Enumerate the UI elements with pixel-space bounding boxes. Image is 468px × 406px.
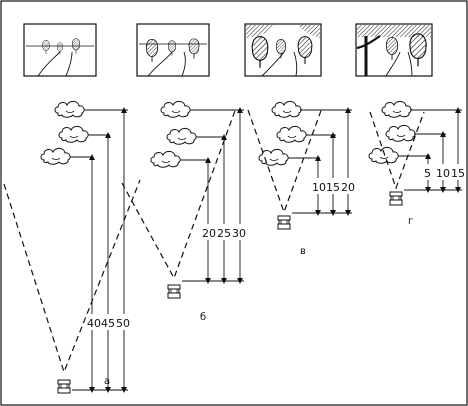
camera-icon bbox=[57, 379, 71, 394]
cloud-mid bbox=[58, 125, 89, 143]
thumbnail-a bbox=[23, 23, 97, 77]
cloud-mid bbox=[385, 124, 416, 142]
distance-label: 20 bbox=[341, 181, 355, 194]
panel-d: 5 10 15 г bbox=[368, 100, 465, 227]
camera-icon bbox=[167, 284, 181, 299]
camera-icon bbox=[389, 191, 403, 206]
thumbnail-c bbox=[244, 23, 322, 77]
panel-label: а bbox=[104, 376, 110, 387]
view-cone bbox=[369, 111, 425, 190]
cloud-near bbox=[150, 150, 181, 168]
cloud-near bbox=[40, 147, 71, 165]
distance-label: 15 bbox=[451, 167, 465, 180]
cloud-mid bbox=[276, 125, 307, 143]
view-cone bbox=[247, 107, 323, 214]
panel-label: г bbox=[408, 216, 413, 227]
view-cone bbox=[3, 179, 141, 374]
thumbnail-b bbox=[136, 23, 210, 77]
panel-label: б bbox=[200, 312, 206, 323]
distance-label: 10 bbox=[312, 181, 326, 194]
distance-label: 5 bbox=[424, 167, 431, 180]
cloud-far bbox=[160, 100, 191, 118]
distance-label: 15 bbox=[326, 181, 340, 194]
cloud-mid bbox=[166, 127, 197, 145]
distance-label: 50 bbox=[116, 317, 130, 330]
distance-label: 45 bbox=[101, 317, 115, 330]
panel-label: в bbox=[300, 246, 306, 257]
distance-label: 30 bbox=[232, 227, 246, 240]
cloud-far bbox=[381, 100, 412, 118]
camera-icon bbox=[277, 215, 291, 230]
cloud-near bbox=[368, 146, 399, 164]
cloud-far bbox=[54, 100, 85, 118]
panel-a: 40 45 50 а bbox=[3, 100, 141, 394]
distance-label: 10 bbox=[436, 167, 450, 180]
distance-label: 40 bbox=[87, 317, 101, 330]
cloud-far bbox=[271, 100, 302, 118]
distance-label: 25 bbox=[217, 227, 231, 240]
distance-label: 20 bbox=[202, 227, 216, 240]
panel-c: 10 15 20 в bbox=[247, 100, 356, 257]
panel-b: 20 25 30 б bbox=[121, 100, 248, 323]
thumbnail-d bbox=[355, 23, 433, 77]
